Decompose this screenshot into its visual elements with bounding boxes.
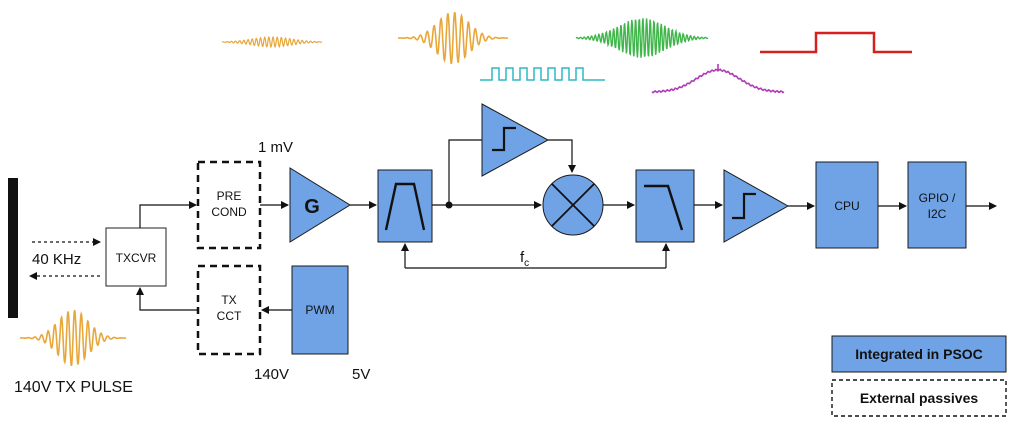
precond-label-1: PRE — [217, 189, 242, 203]
gpio-label-2: I2C — [928, 207, 947, 221]
transducer-bar — [8, 178, 18, 318]
tx-pulse-label: 140V TX PULSE — [14, 379, 133, 396]
legend-external-label: External passives — [860, 390, 979, 406]
pwm-label: PWM — [305, 303, 334, 317]
txcct-label-1: TX — [221, 293, 236, 307]
bandpass-filter-icon — [384, 182, 426, 231]
wire-txcvr-precond — [139, 201, 197, 228]
comparator-output-icon — [732, 192, 756, 220]
fc-label: fc — [520, 249, 529, 269]
gpio-label-1: GPIO / — [919, 191, 956, 205]
mixed-signal-waveform — [575, 18, 709, 58]
cpu-label: CPU — [834, 199, 859, 213]
legend-integrated-label: Integrated in PSOC — [855, 346, 983, 362]
wire-txcct-txcvr — [136, 287, 198, 311]
comparator-top — [481, 103, 550, 177]
txcct-label-2: CCT — [217, 309, 242, 323]
txcvr-block — [105, 227, 167, 287]
txcvr-label: TXCVR — [116, 251, 157, 265]
voltage-label: 1 mV — [258, 139, 293, 156]
square-wave-waveform — [480, 67, 605, 81]
tx-cct-block — [196, 264, 262, 356]
frequency-label: 40 KHz — [32, 251, 81, 268]
cpu-block — [815, 161, 879, 249]
voltage-140v-label: 140V — [254, 366, 289, 383]
tx-pulse-waveform — [20, 310, 126, 366]
gain-label: G — [304, 196, 320, 218]
wire-junction-comparator — [448, 139, 482, 205]
mixer-icon-cross — [551, 183, 595, 227]
wire-comparator-mixer — [548, 139, 576, 173]
precond-block — [196, 160, 262, 250]
lowpass-filter-icon — [644, 184, 684, 231]
small-echo-waveform — [221, 35, 323, 49]
amplified-echo-waveform — [398, 12, 508, 64]
comparator-output — [723, 169, 790, 243]
precond-label-2: COND — [211, 205, 247, 219]
comparator-icon — [492, 126, 516, 152]
lowpass-filter-block — [635, 169, 695, 243]
gain-amplifier — [289, 167, 351, 243]
pwm-block — [291, 265, 349, 355]
bandpass-filter-block — [377, 169, 433, 243]
gpio-i2c-block — [907, 161, 967, 249]
voltage-5v-label: 5V — [352, 366, 370, 383]
legend-integrated-swatch — [831, 335, 1007, 373]
legend-external-swatch — [831, 379, 1007, 417]
envelope-waveform — [651, 64, 785, 94]
detected-pulse-waveform — [760, 31, 912, 54]
